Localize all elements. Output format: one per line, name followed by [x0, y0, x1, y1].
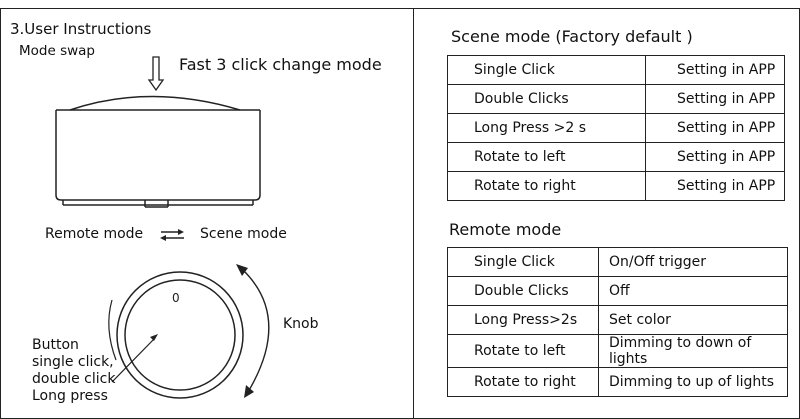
button-desc-line: double click — [32, 371, 116, 387]
result-cell: Setting in APP — [645, 84, 785, 114]
rotation-arrow-icon — [236, 264, 270, 398]
fast-click-label: Fast 3 click change mode — [179, 55, 382, 74]
result-cell: Off — [598, 276, 788, 306]
result-cell: Setting in APP — [645, 113, 785, 143]
mode-swap-label: Mode swap — [19, 43, 95, 59]
result-cell: Setting in APP — [645, 142, 785, 172]
section-title: 3.User Instructions — [10, 20, 152, 38]
result-cell: Setting in APP — [645, 55, 785, 85]
action-cell: Rotate to right — [447, 367, 599, 397]
pointer-line — [111, 334, 158, 383]
action-cell: Single Click — [447, 247, 599, 277]
result-cell: On/Off trigger — [598, 247, 788, 277]
knob-mark: 0 — [172, 291, 180, 305]
button-desc-line: Long press — [32, 388, 108, 404]
knob-label: Knob — [283, 316, 319, 332]
result-cell: Setting in APP — [645, 171, 785, 201]
button-desc-line: single click, — [32, 354, 114, 370]
device-side-view — [55, 95, 261, 208]
scene-mode-title: Scene mode (Factory default ) — [451, 27, 693, 46]
swap-arrows-icon — [160, 229, 184, 241]
result-cell: Dimming to up of lights — [598, 367, 788, 397]
down-arrow-icon — [147, 56, 165, 92]
action-cell: Rotate to right — [447, 171, 646, 201]
action-cell: Rotate to left — [447, 142, 646, 172]
action-cell: Long Press >2 s — [447, 113, 646, 143]
action-cell: Double Clicks — [447, 84, 646, 114]
remote-mode-label: Remote mode — [45, 226, 144, 242]
scene-mode-label: Scene mode — [200, 226, 287, 242]
action-cell: Single Click — [447, 55, 646, 85]
action-cell: Long Press>2s — [447, 305, 599, 335]
action-cell: Double Clicks — [447, 276, 599, 306]
result-cell: Set color — [598, 305, 788, 335]
action-cell: Rotate to left — [447, 334, 599, 368]
result-cell: Dimming to down of lights — [598, 334, 788, 368]
knob-front-view — [108, 271, 244, 399]
button-desc-line: Button — [32, 337, 79, 353]
remote-mode-title: Remote mode — [449, 220, 562, 239]
